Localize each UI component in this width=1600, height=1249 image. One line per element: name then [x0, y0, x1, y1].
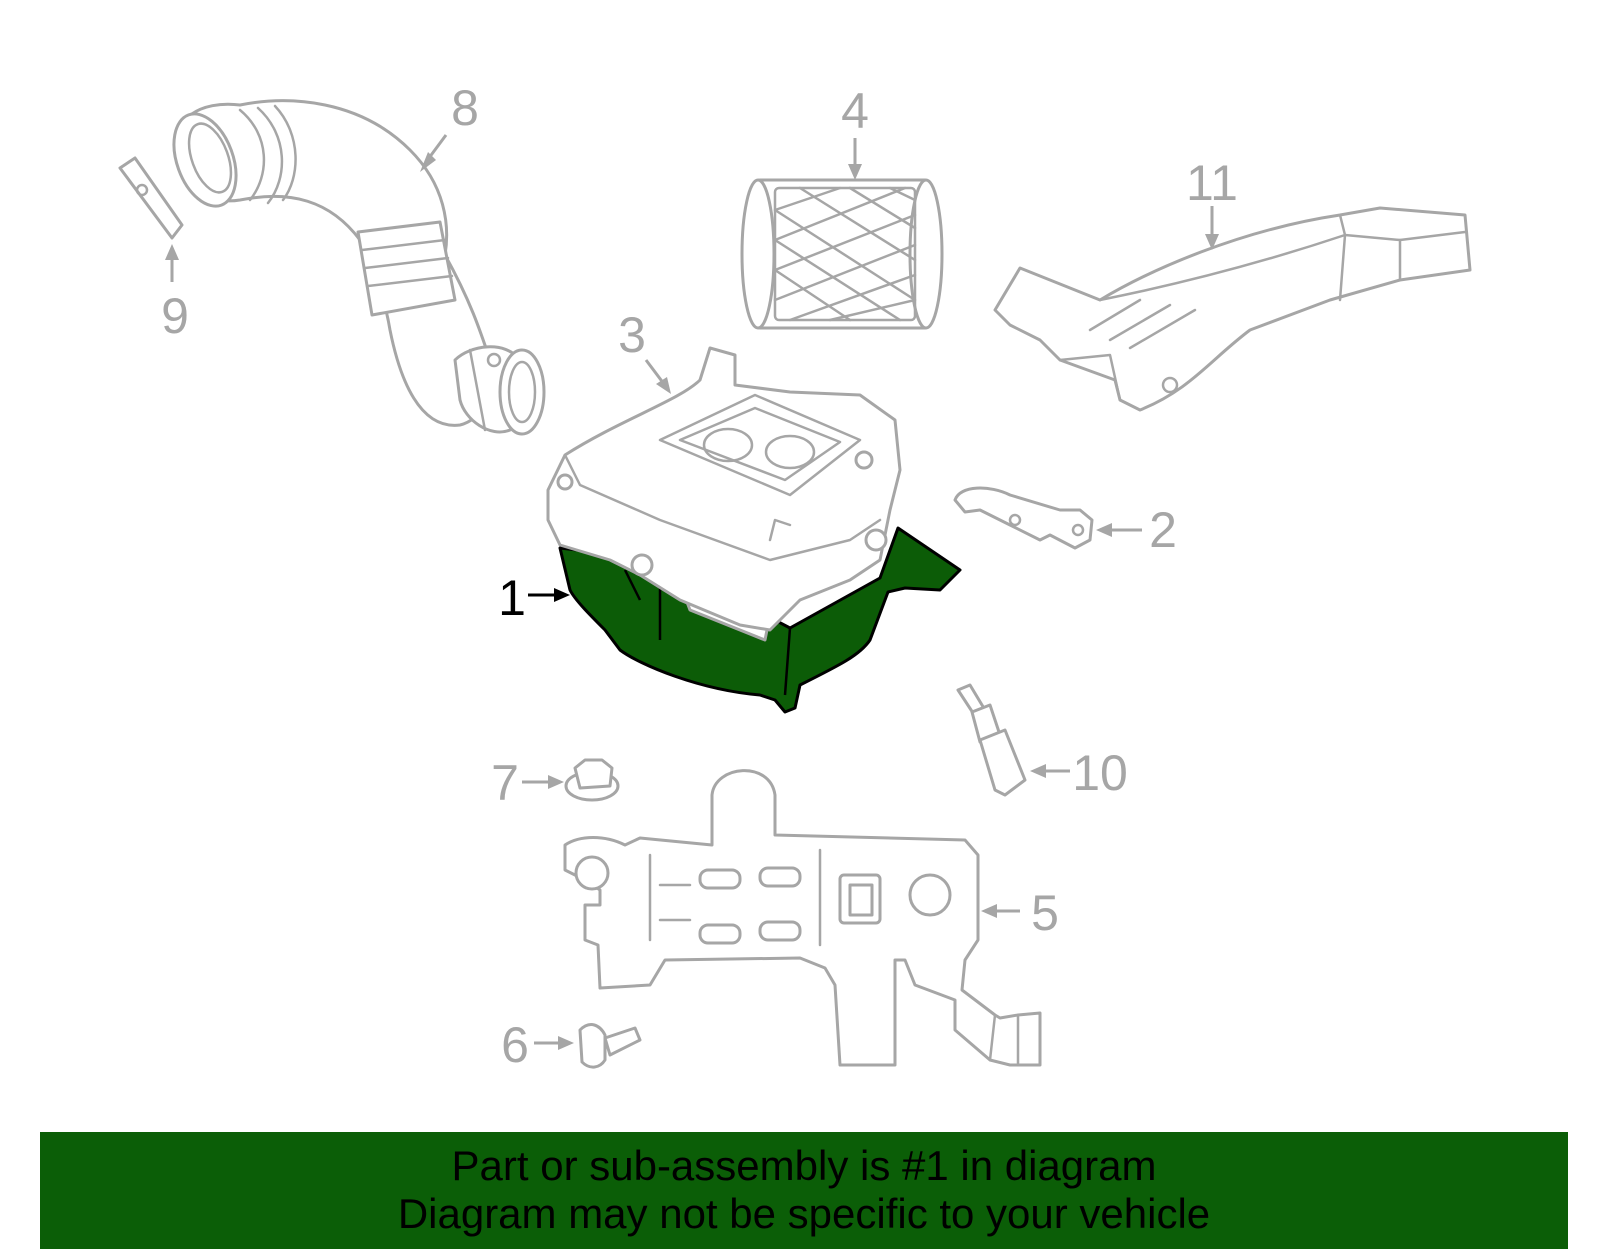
banner-line-2: Diagram may not be specific to your vehi…	[397, 1190, 1211, 1237]
part-3-upper-cover	[546, 346, 902, 632]
part-8-intake-hose	[172, 99, 546, 436]
part-2-bracket	[953, 486, 1094, 550]
callout-2: 2	[1149, 502, 1177, 558]
callout-10: 10	[1072, 745, 1128, 801]
part-4-air-filter	[740, 178, 944, 330]
part-9-clamp	[118, 156, 184, 240]
banner-line-1: Part or sub-assembly is #1 in diagram	[451, 1142, 1157, 1189]
callout-8: 8	[451, 80, 479, 136]
callout-7: 7	[491, 755, 519, 811]
callout-4: 4	[841, 83, 869, 139]
callout-6: 6	[501, 1017, 529, 1073]
callout-5: 5	[1031, 885, 1059, 941]
part-7-nut	[564, 758, 620, 802]
part-10-sensor	[956, 683, 1027, 797]
callout-11: 11	[1186, 155, 1238, 211]
part-6-push-pin	[578, 1023, 642, 1069]
callout-1: 1	[498, 570, 526, 626]
callout-9: 9	[161, 288, 189, 344]
callout-3: 3	[618, 307, 646, 363]
part-11-air-duct	[993, 206, 1472, 412]
info-banner: Part or sub-assembly is #1 in diagram Di…	[40, 1132, 1568, 1249]
part-5-mounting-bracket	[563, 769, 1042, 1067]
